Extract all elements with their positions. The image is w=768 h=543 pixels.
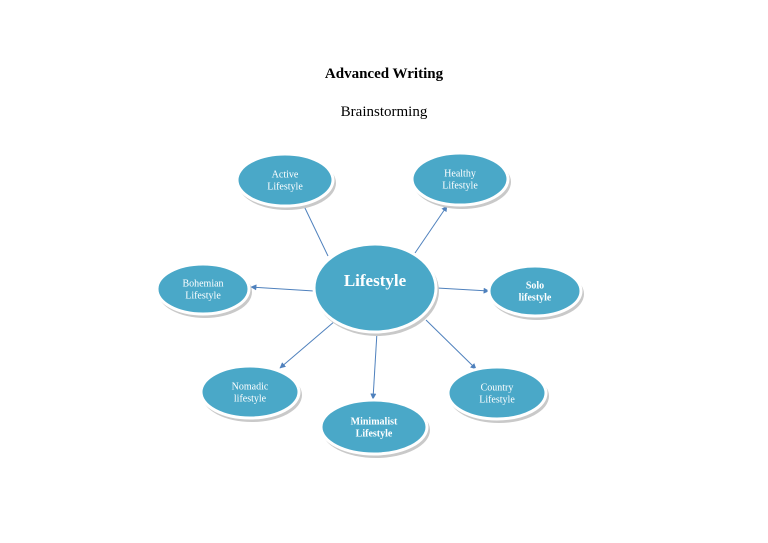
node-country-line: Lifestyle: [479, 395, 515, 406]
connector-solo: [436, 287, 490, 294]
center-label: Lifestyle: [344, 271, 407, 290]
node-healthy-line: Healthy: [444, 169, 476, 180]
node-active-line: Lifestyle: [267, 182, 303, 193]
node-solo-line: Solo: [526, 281, 544, 292]
connector-healthy: [414, 205, 448, 254]
connector-minimalist: [370, 331, 378, 400]
document-subtitle: Brainstorming: [340, 104, 428, 120]
node-bohemian-line: Lifestyle: [185, 291, 221, 302]
node-center-ellipse: [312, 242, 438, 334]
document-title: Advanced Writing: [324, 66, 444, 82]
connectors: [250, 205, 490, 400]
node-country-ellipse: [446, 365, 548, 421]
node-minimalist-ellipse: [319, 398, 429, 456]
node-solo-ellipse: [487, 264, 583, 318]
node-country-line: Country: [481, 383, 514, 394]
node-nomadic-ellipse: [199, 364, 301, 420]
connector-active: [303, 205, 329, 257]
node-healthy-line: Lifestyle: [442, 181, 478, 192]
connector-country: [425, 319, 477, 370]
node-minimalist-line: Minimalist: [351, 417, 398, 428]
connector-nomadic: [279, 320, 336, 369]
node-nomadic-line: Nomadic: [232, 382, 269, 393]
node-bohemian-ellipse: [155, 262, 251, 316]
node-minimalist-line: Lifestyle: [356, 429, 393, 440]
node-bohemian-line: Bohemian: [182, 279, 223, 290]
node-center: Lifestyle: [312, 242, 439, 336]
node-nomadic-line: lifestyle: [234, 394, 267, 405]
node-healthy-ellipse: [410, 151, 510, 207]
node-active-ellipse: [235, 152, 335, 208]
node-solo-line: lifestyle: [519, 293, 552, 304]
node-active-line: Active: [272, 170, 299, 181]
connector-bohemian: [250, 284, 315, 292]
